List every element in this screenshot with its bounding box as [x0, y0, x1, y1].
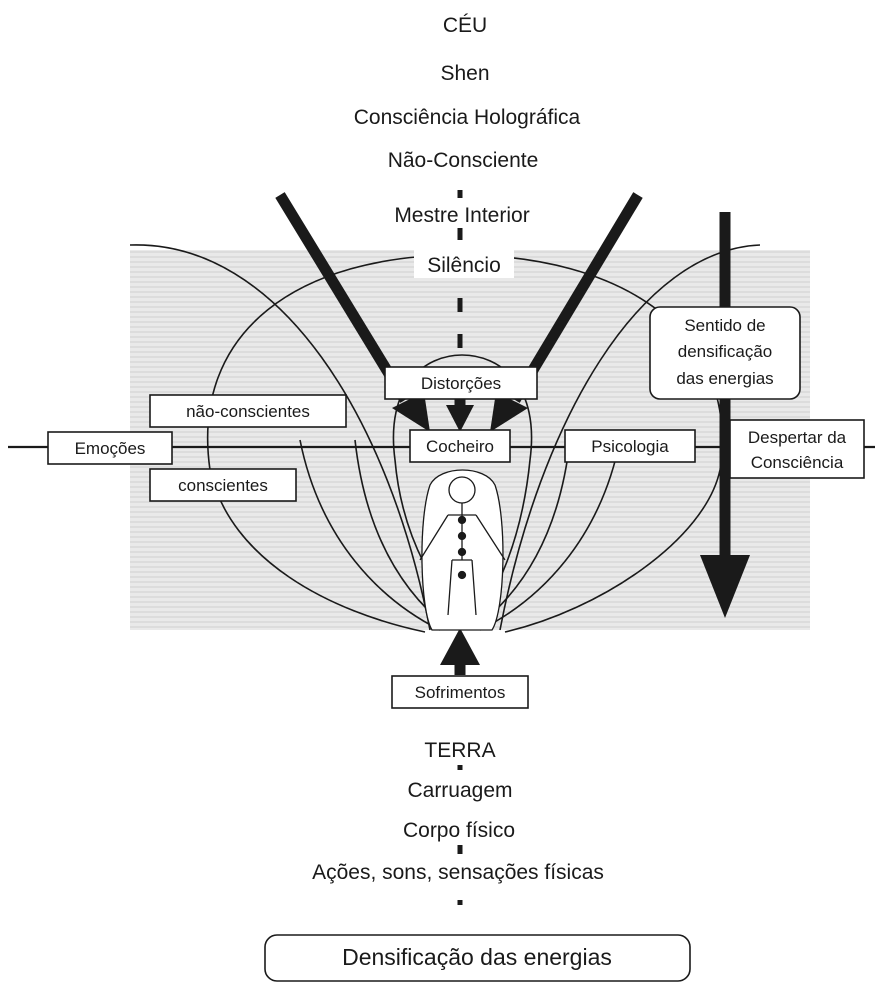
- acoes-bg: [280, 857, 630, 887]
- label-distorcoes: Distorções: [421, 374, 501, 393]
- box-conscientes: [149, 468, 297, 502]
- label-ceu: CÉU: [443, 14, 487, 37]
- inner-left-arc-1: [299, 439, 441, 631]
- label-corpo-fisico: Corpo físico: [403, 819, 515, 842]
- label-terra: TERRA: [424, 739, 495, 762]
- label-acoes-sons: Ações, sons, sensações físicas: [312, 861, 604, 884]
- label-mestre-interior: Mestre Interior: [394, 204, 529, 227]
- terra-bg: [400, 735, 520, 765]
- box-psicologia: [564, 429, 696, 463]
- inner-right-arc-1: [479, 439, 621, 631]
- middle-circle-arc: [206, 254, 723, 633]
- box-densificacao-energias: [264, 934, 691, 982]
- label-despertar-line2: Consciência: [751, 453, 844, 472]
- label-densificacao-energias: Densificação das energias: [342, 944, 612, 970]
- label-shen: Shen: [440, 62, 489, 85]
- box-cocheiro: [409, 429, 511, 463]
- label-sofrimentos: Sofrimentos: [415, 683, 506, 702]
- label-carruagem: Carruagem: [407, 779, 512, 802]
- outer-right-arc: [499, 244, 761, 631]
- mestre-interior-bg: [372, 198, 552, 228]
- box-nao-conscientes: [149, 394, 347, 428]
- box-sentido-densificacao: [649, 306, 801, 400]
- outer-left-arc: [129, 244, 431, 631]
- box-emocoes: [47, 431, 173, 465]
- label-psicologia: Psicologia: [591, 437, 669, 456]
- label-despertar-line1: Despertar da: [748, 428, 847, 447]
- label-silencio: Silêncio: [427, 254, 501, 277]
- label-nao-conscientes: não-conscientes: [186, 402, 310, 421]
- box-distorcoes: [384, 366, 538, 400]
- middle-circle-arc-left: [209, 469, 426, 633]
- label-conscientes: conscientes: [178, 476, 268, 495]
- box-sofrimentos: [391, 675, 529, 709]
- human-figure-icon: [419, 469, 506, 631]
- label-consciencia-holografica: Consciência Holográfica: [354, 106, 581, 129]
- carruagem-bg: [380, 775, 540, 805]
- upward-arrow: [440, 628, 480, 675]
- label-sentido-line2: densificação: [678, 342, 773, 361]
- label-sentido-line3: das energias: [676, 369, 773, 388]
- label-nao-consciente: Não-Consciente: [388, 149, 539, 172]
- corpo-fisico-bg: [370, 815, 550, 845]
- label-cocheiro: Cocheiro: [426, 437, 494, 456]
- label-emocoes: Emoções: [75, 439, 146, 458]
- box-despertar-consciencia: [729, 419, 865, 479]
- label-sentido-line1: Sentido de: [684, 316, 765, 335]
- silencio-bg: [414, 248, 514, 278]
